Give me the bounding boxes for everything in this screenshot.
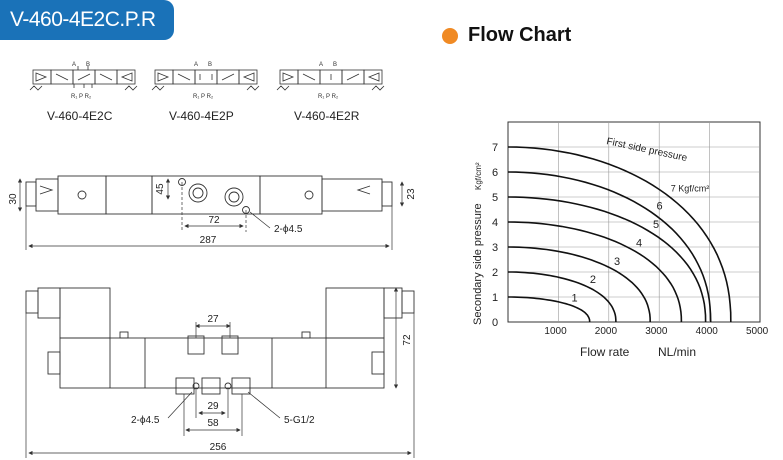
y-tick-label: 0 — [492, 317, 498, 329]
front-thread-note: 5-G1/2 — [284, 415, 315, 426]
symbol1-label: V-460-4E2C — [47, 109, 113, 123]
symbol1-ports-bottom: R₁ P R₂ — [71, 94, 92, 100]
model-title-badge: V-460-4E2C.P.R — [0, 0, 174, 40]
pressure-curve-5 — [507, 196, 707, 323]
top-dim-mount-spacing: 72 — [208, 215, 220, 226]
y-tick-label: 1 — [492, 292, 498, 304]
front-hole-note: 2-ϕ4.5 — [131, 415, 160, 426]
y-axis-label: Secondary side pressure — [472, 203, 484, 325]
pressure-curve-6 — [507, 171, 712, 323]
valve-symbol-4e2c — [29, 66, 138, 91]
top-view-outline — [25, 175, 393, 215]
curve-label-2: 2 — [590, 274, 596, 286]
pressure-curve-4 — [507, 221, 683, 323]
curve-label-5: 5 — [653, 219, 659, 231]
symbol3-label: V-460-4E2R — [294, 109, 360, 123]
top-dim-height: 30 — [8, 193, 19, 205]
y-tick-label: 2 — [492, 267, 498, 279]
symbol2-ports-bottom: R₁ P R₂ — [193, 94, 214, 100]
top-hole-note: 2-ϕ4.5 — [274, 224, 303, 235]
symbol1-port-b: B — [86, 62, 90, 68]
model-title: V-460-4E2C.P.R — [10, 8, 156, 31]
symbol3-ports-bottom: R₁ P R₂ — [318, 94, 339, 100]
flow-chart-title: Flow Chart — [468, 24, 572, 46]
symbol1-port-a: A — [72, 62, 76, 68]
y-tick-label: 3 — [492, 242, 498, 254]
curve-label-1: 1 — [572, 293, 578, 305]
chart-frame — [507, 121, 761, 323]
symbol2-label: V-460-4E2P — [169, 109, 234, 123]
curve-label-3: 3 — [614, 256, 620, 268]
front-view-outline — [25, 287, 415, 395]
pressure-curve-2 — [508, 271, 617, 323]
curve-label-4: 4 — [636, 237, 642, 249]
y-tick-label: 6 — [492, 167, 498, 179]
top-dim-right: 23 — [406, 188, 417, 200]
symbol3-port-b: B — [333, 62, 337, 68]
x-tick-label: 4000 — [696, 326, 719, 337]
front-dim-hole-spacing: 29 — [207, 401, 219, 412]
curve-label-6: 6 — [657, 201, 663, 213]
symbol3-port-a: A — [319, 62, 323, 68]
bullet-dot-icon — [442, 27, 458, 44]
symbol2-port-b: B — [208, 62, 212, 68]
flow-chart-heading: Flow Chart — [442, 24, 571, 47]
y-axis-unit: Kgf/cm² — [474, 162, 483, 190]
y-tick-label: 4 — [492, 217, 498, 229]
y-tick-label: 5 — [492, 192, 498, 204]
x-axis-unit: NL/min — [658, 345, 696, 359]
front-dim-ports-bottom: 58 — [207, 418, 219, 429]
x-tick-label: 2000 — [595, 326, 618, 337]
valve-symbol-4e2r — [276, 69, 385, 91]
x-tick-label: 3000 — [645, 326, 668, 337]
front-dim-top-ports: 27 — [207, 314, 219, 325]
pressure-curve-3 — [507, 246, 651, 323]
front-dim-height: 72 — [402, 334, 413, 346]
pressure-curve-7 — [507, 146, 732, 323]
top-dim-overall: 287 — [200, 235, 217, 246]
first-side-pressure-annotation: First side pressure — [605, 136, 688, 164]
x-axis-label: Flow rate — [580, 345, 630, 359]
top-dim-mount-offset: 45 — [155, 183, 166, 195]
y-tick-label: 7 — [492, 142, 498, 154]
x-tick-label: 1000 — [544, 326, 567, 337]
x-tick-label: 5000 — [746, 326, 769, 337]
flow-chart-curves — [507, 146, 732, 323]
symbol2-port-a: A — [194, 62, 198, 68]
pressure-curve-1 — [508, 296, 591, 323]
valve-symbol-4e2p — [151, 69, 260, 91]
flow-chart-grid — [507, 121, 761, 323]
front-dim-overall: 256 — [210, 442, 227, 453]
curve-label-7: 7 Kgf/cm² — [671, 183, 710, 193]
